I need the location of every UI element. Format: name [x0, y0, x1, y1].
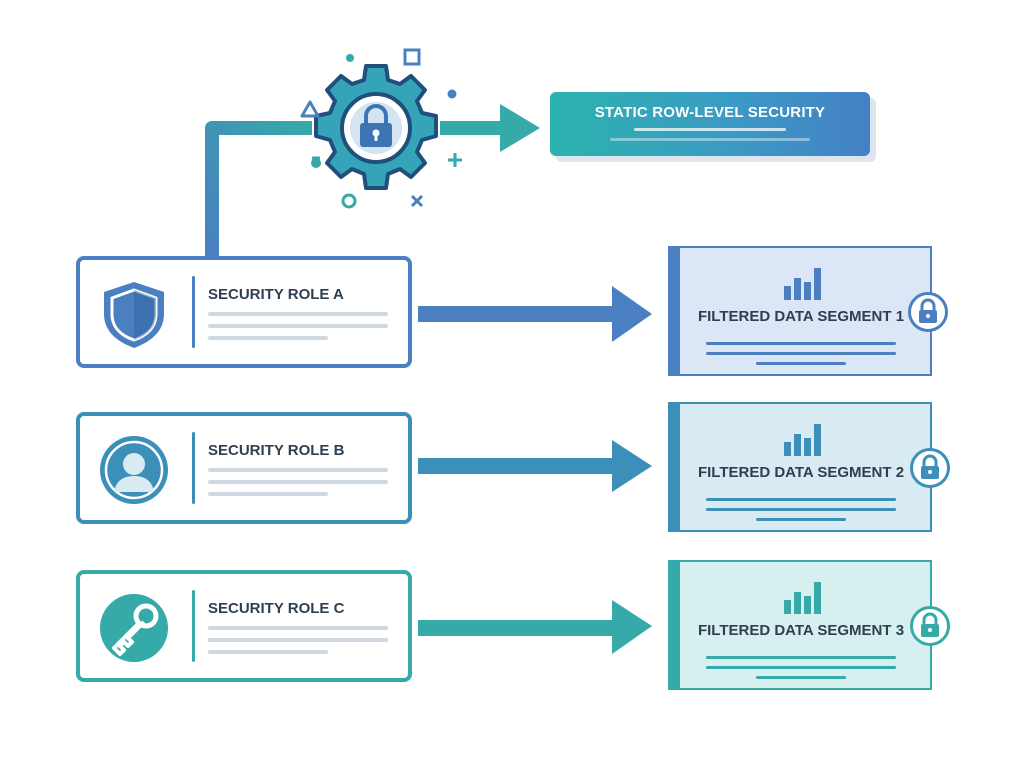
banner-title: STATIC ROW-LEVEL SECURITY [594, 104, 826, 121]
segment-stripe [670, 562, 680, 688]
segment-line [706, 508, 896, 511]
segment-title: FILTERED DATA SEGMENT 2 [697, 464, 905, 481]
role-title: SECURITY ROLE B [208, 442, 345, 459]
bar-chart-icon [784, 424, 821, 456]
arrow-role-b-to-segment-2 [418, 440, 652, 492]
segment-line [706, 666, 896, 669]
segment-stripe [670, 404, 680, 530]
key-icon [100, 594, 168, 662]
segment-card-3: FILTERED DATA SEGMENT 3 [668, 560, 932, 690]
role-divider [192, 276, 195, 348]
user-icon [100, 436, 168, 504]
segment-title: FILTERED DATA SEGMENT 3 [697, 622, 905, 639]
connector-role-a-to-gear [205, 121, 312, 258]
role-title: SECURITY ROLE A [208, 286, 344, 303]
role-line [208, 312, 388, 316]
role-divider [192, 432, 195, 504]
role-line [208, 492, 328, 496]
segment-line [706, 342, 896, 345]
lock-glyph [919, 298, 937, 323]
banner-line [634, 128, 786, 131]
banner-line [610, 138, 810, 141]
role-card-c: SECURITY ROLE C [76, 570, 412, 682]
role-line [208, 468, 388, 472]
role-line [208, 336, 328, 340]
lock-icon [910, 606, 950, 646]
role-title: SECURITY ROLE C [208, 600, 345, 617]
gear-decorations [300, 48, 462, 209]
segment-line [706, 498, 896, 501]
arrow-role-c-to-segment-3 [418, 600, 652, 654]
bar-chart-icon [784, 582, 821, 614]
segment-card-1: FILTERED DATA SEGMENT 1 [668, 246, 932, 376]
lock-icon [910, 448, 950, 488]
lock-glyph [921, 454, 939, 479]
arrow-gear-to-banner [440, 104, 540, 152]
segment-line [706, 352, 896, 355]
segment-title: FILTERED DATA SEGMENT 1 [697, 308, 905, 325]
segment-line [706, 656, 896, 659]
segment-stripe [670, 248, 680, 374]
shield-icon [104, 282, 164, 348]
role-line [208, 626, 388, 630]
role-line [208, 480, 388, 484]
role-card-b: SECURITY ROLE B [76, 412, 412, 524]
arrow-role-a-to-segment-1 [418, 286, 652, 342]
bar-chart-icon [784, 268, 821, 300]
role-divider [192, 590, 195, 662]
gear-lock-icon [314, 64, 438, 190]
segment-line [756, 676, 846, 679]
role-card-a: SECURITY ROLE A [76, 256, 412, 368]
lock-glyph [921, 612, 939, 637]
role-line [208, 638, 388, 642]
role-line [208, 324, 388, 328]
static-rls-banner: STATIC ROW-LEVEL SECURITY [550, 92, 870, 156]
segment-line [756, 362, 846, 365]
lock-icon [908, 292, 948, 332]
segment-card-2: FILTERED DATA SEGMENT 2 [668, 402, 932, 532]
role-line [208, 650, 328, 654]
segment-line [756, 518, 846, 521]
